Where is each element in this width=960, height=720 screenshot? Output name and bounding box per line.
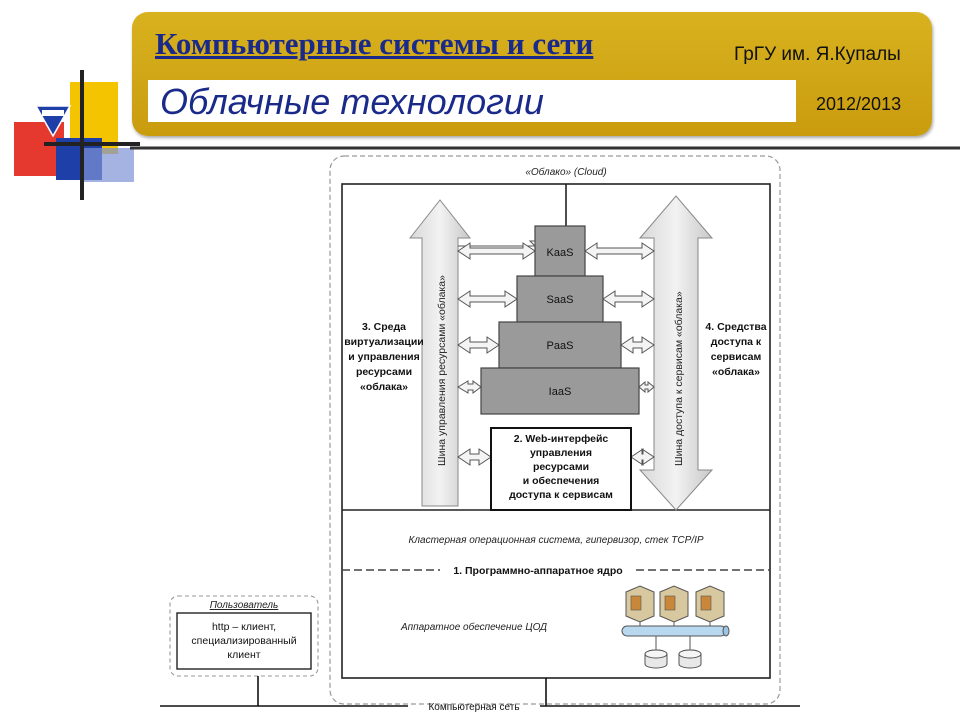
network-label: Компьютерная сеть — [428, 702, 519, 713]
right-block-text: 4. Средства доступа к сервисам «облака» — [705, 321, 766, 378]
cloud-inner-frame — [341, 183, 771, 679]
storage-disk-icon — [678, 649, 702, 669]
right-layer-arrows — [584, 242, 655, 466]
hardware-label: Аппаратное обеспечение ЦОД — [400, 621, 547, 633]
cloud-label: «Облако» (Cloud) — [525, 166, 606, 178]
header-underline — [130, 146, 960, 150]
server-icon — [695, 585, 725, 630]
layer-saas: SaaS — [516, 275, 604, 323]
university-emblem-icon — [34, 105, 72, 138]
user-client-box — [176, 612, 312, 670]
user-title: Пользователь — [210, 600, 279, 611]
logo-decoration — [14, 70, 140, 200]
layer-kaas: KaaS — [534, 225, 586, 277]
user-client-line: клиент — [227, 649, 260, 661]
layer-paas-label: PaaS — [547, 340, 574, 352]
layer-saas-label: SaaS — [547, 294, 574, 306]
web-interface-line: управления — [530, 447, 592, 459]
user-client-line: специализированный — [191, 635, 296, 647]
web-interface-line: и обеспечения — [523, 475, 600, 487]
left-layer-arrows — [457, 240, 536, 466]
left-block-text: 3. Среда виртуализации и управления ресу… — [344, 321, 424, 393]
user-outer-frame — [169, 595, 319, 677]
layer-iaas: IaaS — [480, 367, 640, 415]
left-bus-label: Шина управления ресурсами «облака» — [436, 275, 448, 466]
web-interface-line: ресурсами — [533, 461, 589, 473]
layer-paas: PaaS — [498, 321, 622, 369]
layer-kaas-label: KaaS — [547, 247, 574, 259]
web-interface-line: 2. Web-интерфейс — [514, 433, 609, 445]
left-block-line: «облака» — [360, 381, 408, 393]
cloud-outer-frame — [329, 155, 781, 705]
web-interface-box: 2. Web-интерфейс управления ресурсами и … — [490, 427, 632, 511]
right-bus-arrow — [638, 195, 714, 511]
university-name: ГрГУ им. Я.Купалы — [734, 44, 901, 65]
topic-title-box — [148, 80, 796, 122]
storage-disk-icon — [644, 649, 668, 669]
web-interface-line: доступа к сервисам — [509, 489, 613, 501]
left-bus-arrow — [408, 199, 472, 507]
server-icon — [659, 585, 689, 630]
right-block-line: доступа к — [711, 336, 762, 348]
right-block-line: 4. Средства — [705, 321, 766, 333]
left-block-line: и управления — [348, 351, 419, 363]
left-block-line: виртуализации — [344, 336, 424, 348]
core-label: 1. Программно-аппаратное ядро — [453, 565, 622, 577]
course-title: Компьютерные системы и сети — [155, 26, 594, 61]
topic-title: Облачные технологии — [160, 81, 544, 122]
layer-iaas-label: IaaS — [549, 386, 572, 398]
server-icon — [625, 585, 655, 630]
logo-light-blue-block — [82, 148, 134, 182]
right-bus-label: Шина доступа к сервисам «облака» — [673, 291, 685, 466]
right-block-line: «облака» — [712, 366, 760, 378]
academic-year: 2012/2013 — [816, 94, 902, 114]
left-block-line: 3. Среда — [362, 321, 406, 333]
left-block-line: ресурсами — [356, 366, 412, 378]
cluster-os-text: Кластерная операционная система, гиперви… — [408, 535, 703, 546]
user-client-line: http – клиент, — [212, 621, 276, 633]
right-block-line: сервисам — [711, 351, 762, 363]
network-bus-icon — [621, 625, 730, 637]
